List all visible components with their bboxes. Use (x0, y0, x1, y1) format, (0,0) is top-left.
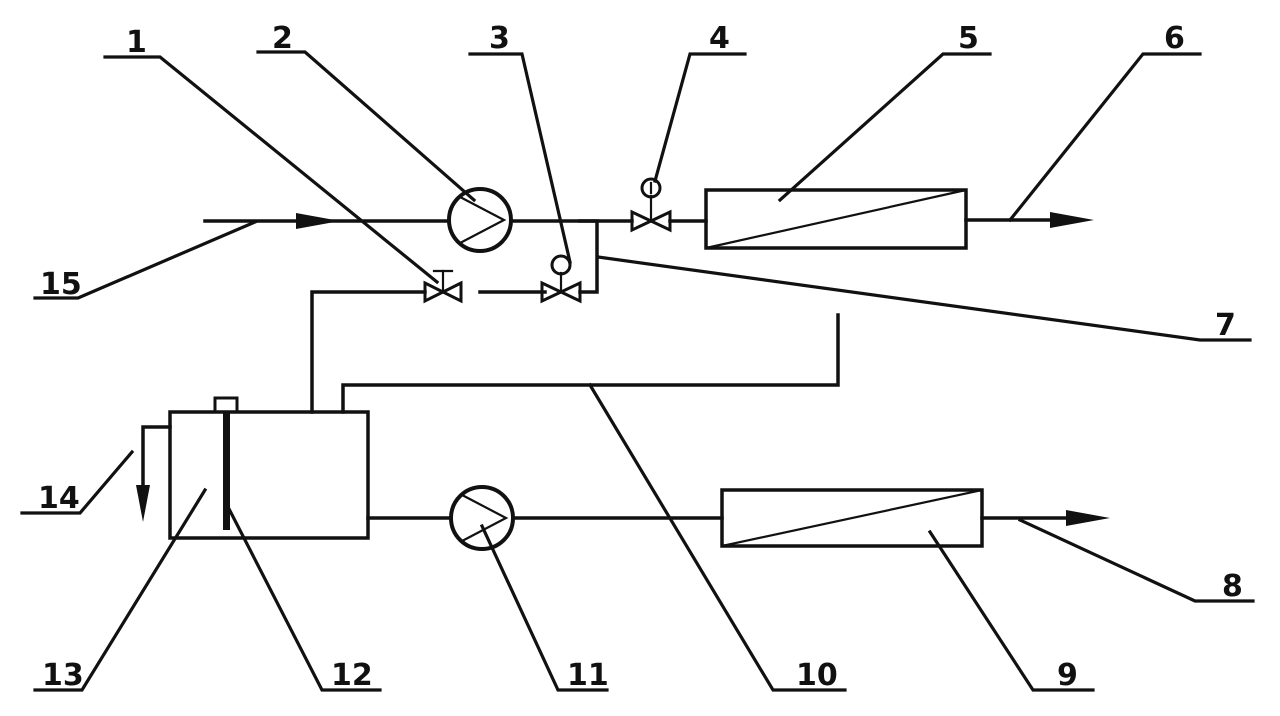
labels: 1 2 3 4 5 6 7 8 9 10 11 12 13 14 15 (38, 21, 1243, 693)
outlet-arrow-icon (1066, 510, 1110, 526)
drain-14 (136, 425, 172, 522)
label-15: 15 (40, 267, 82, 302)
outlet-6 (964, 212, 1094, 228)
return-line-10 (341, 313, 840, 414)
label-13: 13 (42, 658, 84, 693)
outlet-8 (980, 510, 1110, 526)
element-12 (223, 412, 230, 530)
pump-2 (447, 187, 513, 253)
membrane-module-5 (704, 188, 968, 250)
label-7: 7 (1215, 308, 1236, 343)
label-10: 10 (796, 658, 838, 693)
label-14: 14 (38, 481, 80, 516)
valve-4 (630, 177, 672, 233)
label-3: 3 (489, 21, 510, 56)
pump-11 (449, 485, 515, 551)
label-2: 2 (272, 21, 293, 56)
outlet-arrow-icon (1050, 212, 1094, 228)
label-6: 6 (1164, 21, 1185, 56)
label-11: 11 (567, 658, 609, 693)
label-5: 5 (958, 21, 979, 56)
valve-1 (423, 269, 463, 304)
drain-arrow-icon (136, 485, 150, 522)
label-12: 12 (331, 658, 373, 693)
upper-pipeline (203, 213, 708, 229)
inlet-arrow-icon (296, 213, 340, 229)
tank-13 (168, 396, 370, 540)
label-9: 9 (1057, 658, 1078, 693)
membrane-module-9 (720, 488, 984, 548)
valve-3 (540, 254, 582, 304)
leader-lines (20, 50, 1255, 692)
label-8: 8 (1222, 569, 1243, 604)
label-1: 1 (126, 25, 147, 60)
label-4: 4 (709, 21, 730, 56)
